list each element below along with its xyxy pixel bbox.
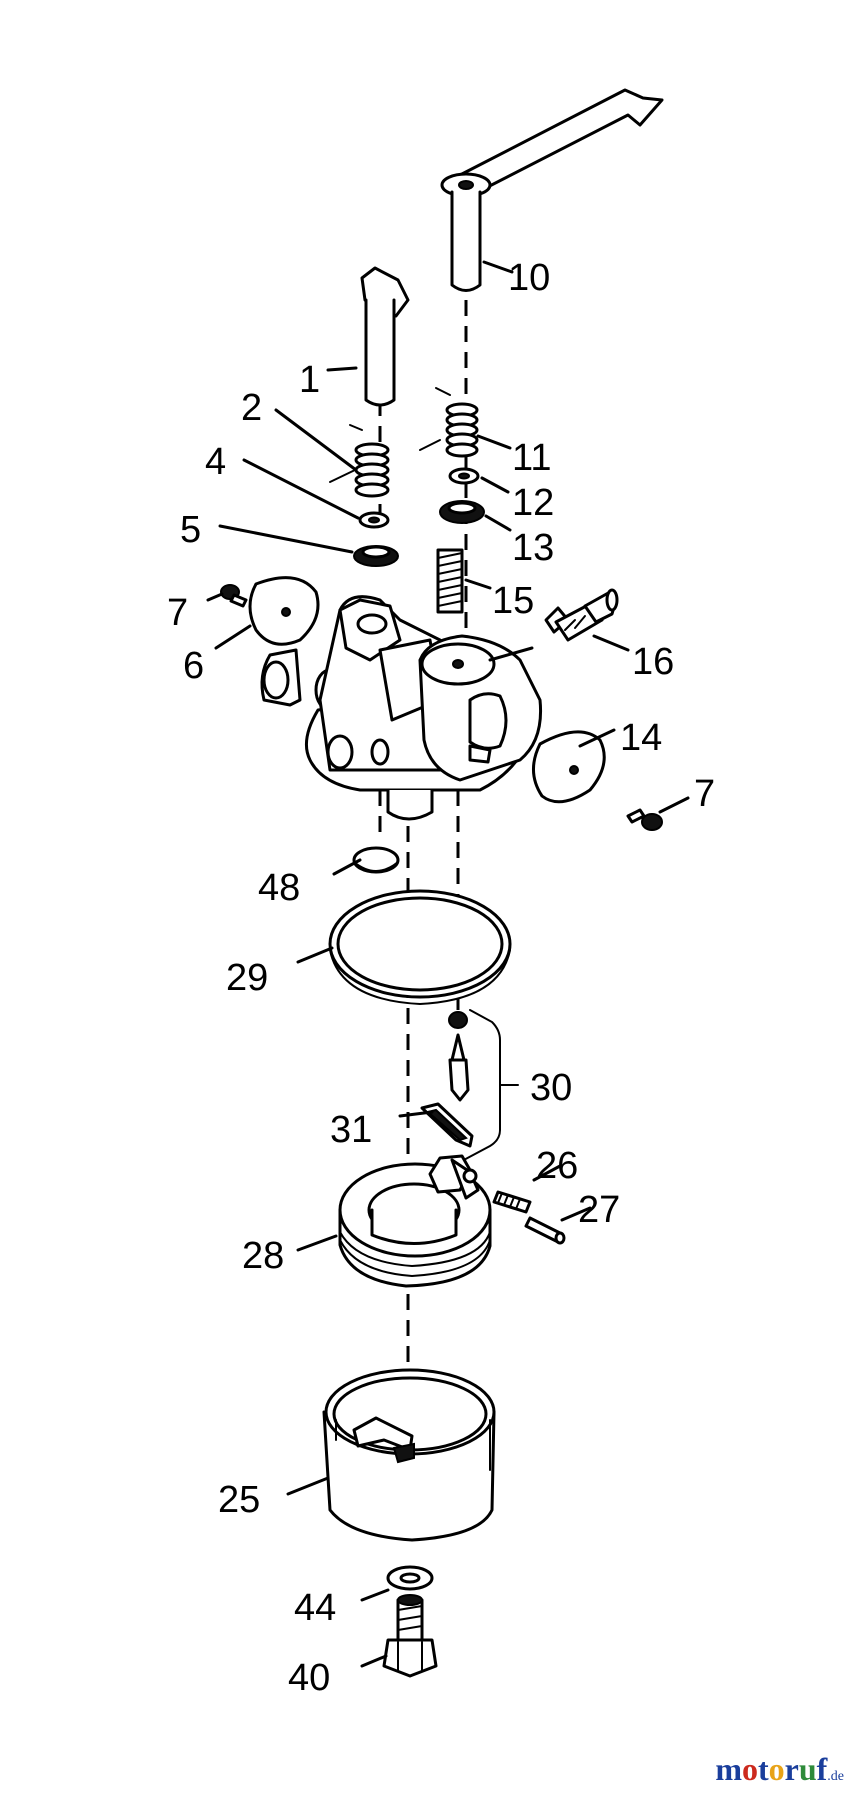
bowl-gasket xyxy=(328,889,512,1006)
float-pin xyxy=(524,1216,566,1245)
float xyxy=(338,1154,492,1288)
throttle-plate xyxy=(532,730,606,804)
throttle-shaft xyxy=(440,88,664,292)
callout-14: 14 xyxy=(620,717,662,759)
throttle-washer xyxy=(448,467,480,485)
callout-48: 48 xyxy=(258,867,300,909)
plate-screw-right xyxy=(626,808,663,831)
watermark-letter: f xyxy=(816,1751,828,1787)
watermark-letter: o xyxy=(768,1751,785,1787)
bowl-nut-washer xyxy=(386,1565,434,1591)
watermark-letter: m xyxy=(715,1751,742,1787)
bowl-nut xyxy=(382,1594,438,1678)
watermark-suffix: .de xyxy=(827,1769,844,1784)
callout-10: 10 xyxy=(508,257,550,299)
choke-seal xyxy=(353,545,399,567)
callout-1: 1 xyxy=(299,359,320,401)
watermark-letter: t xyxy=(757,1751,769,1787)
throttle-seal xyxy=(439,500,485,524)
callout-15: 15 xyxy=(492,580,534,622)
carburetor-body xyxy=(260,595,543,821)
callout-16: 16 xyxy=(632,641,674,683)
callout-11: 11 xyxy=(512,437,551,479)
callout-27: 27 xyxy=(578,1189,620,1231)
callouts: 1 2 4 5 7 6 10 11 12 13 15 16 14 7 48 29… xyxy=(167,257,715,1699)
callout-7-left: 7 xyxy=(167,592,188,634)
callout-26: 26 xyxy=(536,1145,578,1187)
callout-28: 28 xyxy=(242,1235,284,1277)
bracket-30 xyxy=(459,1009,519,1163)
watermark-letter: r xyxy=(784,1751,799,1787)
callout-25: 25 xyxy=(218,1479,260,1521)
callout-2: 2 xyxy=(241,387,262,429)
callout-31: 31 xyxy=(330,1109,372,1151)
float-needle-valve xyxy=(448,1011,470,1102)
fuel-inlet-fitting xyxy=(544,588,619,642)
plate-screw-left xyxy=(220,584,248,608)
callout-4: 4 xyxy=(205,441,226,483)
fuel-bowl xyxy=(322,1368,496,1542)
callout-7-right: 7 xyxy=(694,773,715,815)
callout-6: 6 xyxy=(183,645,204,687)
choke-spring xyxy=(329,424,390,498)
site-watermark: motoruf.de xyxy=(715,1751,844,1788)
leader-lines xyxy=(206,260,690,1668)
float-clip xyxy=(420,1102,474,1148)
throttle-spring xyxy=(419,387,479,458)
watermark-letter: o xyxy=(741,1751,758,1787)
callout-30: 30 xyxy=(530,1067,572,1109)
callout-12: 12 xyxy=(512,482,554,524)
choke-washer xyxy=(358,511,390,529)
callout-29: 29 xyxy=(226,957,268,999)
callout-40: 40 xyxy=(288,1657,330,1699)
float-pin-spring xyxy=(492,1190,532,1214)
idle-spring xyxy=(436,548,464,614)
welch-plug xyxy=(352,846,400,874)
choke-shaft xyxy=(360,266,410,407)
watermark-letter: u xyxy=(798,1751,817,1787)
choke-plate xyxy=(248,576,320,646)
callout-13: 13 xyxy=(512,527,554,569)
callout-44: 44 xyxy=(294,1587,336,1629)
callout-5: 5 xyxy=(180,509,201,551)
